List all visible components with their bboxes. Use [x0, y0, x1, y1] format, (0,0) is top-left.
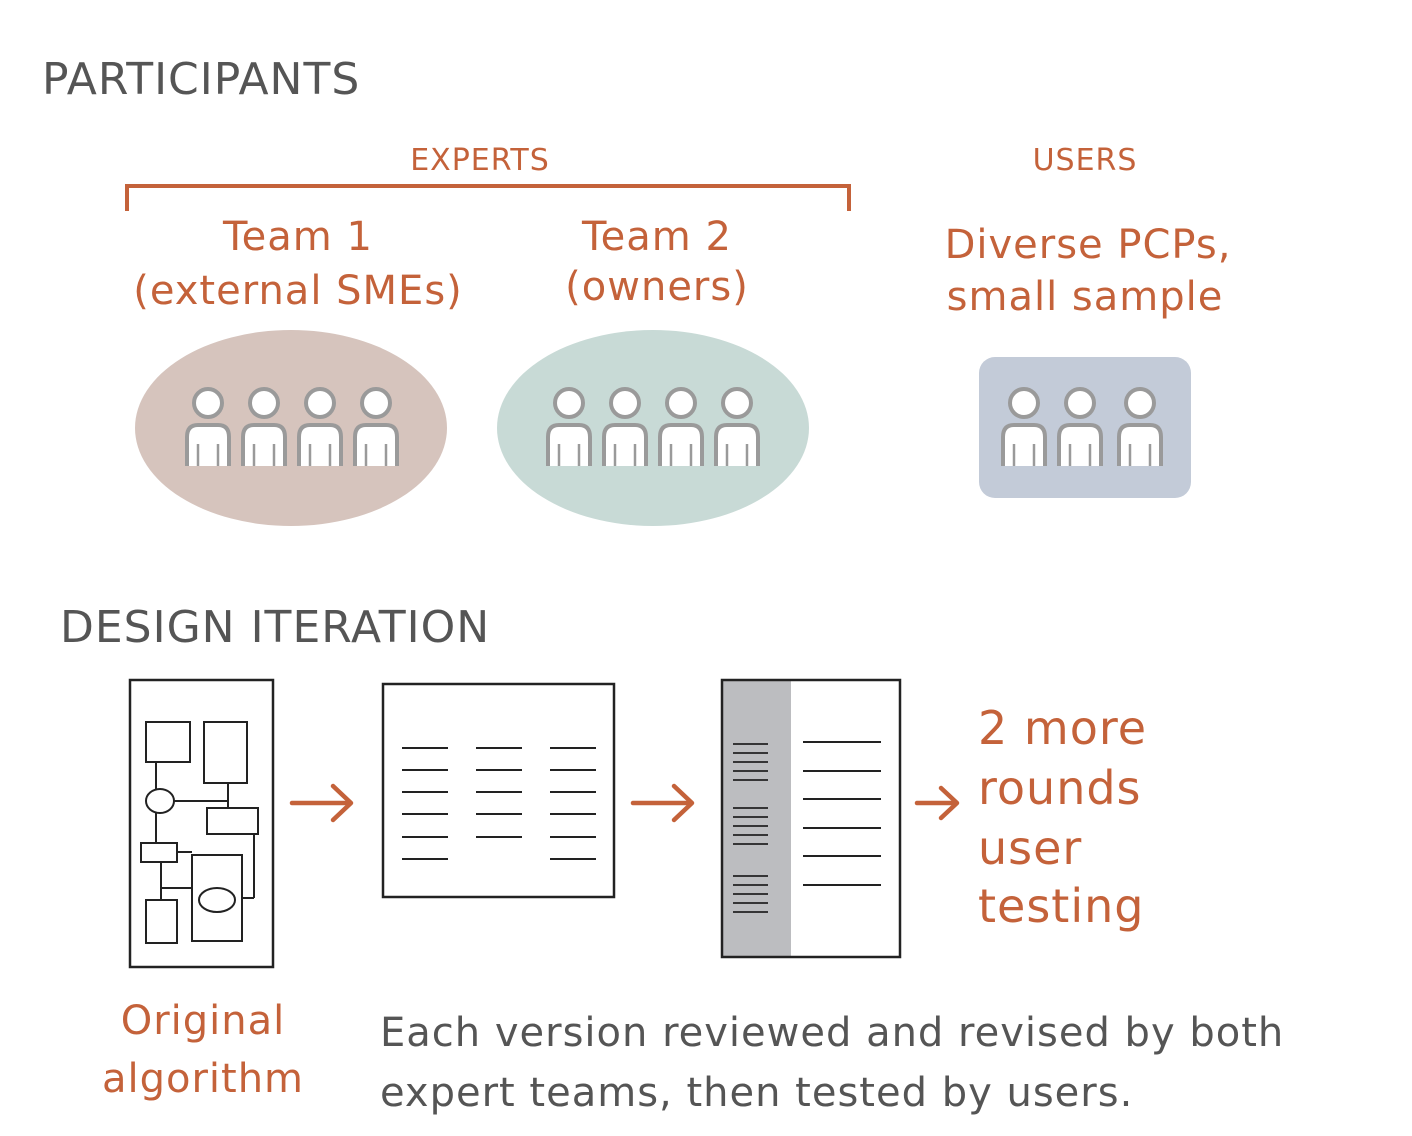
person-icon [714, 387, 760, 468]
final-step-line1: 2 more [978, 701, 1147, 755]
person-icon [241, 387, 287, 468]
person-icon [1001, 387, 1047, 468]
iteration-note-line2: expert teams, then tested by users. [380, 1070, 1133, 1116]
experts-bracket [125, 184, 851, 211]
design-iteration-heading: DESIGN ITERATION [60, 602, 490, 653]
original-algorithm-doc [128, 678, 275, 969]
original-caption-line2: algorithm [102, 1056, 304, 1102]
team2-group [497, 330, 809, 526]
team1-ellipse [135, 330, 447, 526]
flow-decision [145, 788, 175, 814]
experts-label: EXPERTS [410, 143, 550, 178]
flow-box [206, 807, 259, 835]
flow-box [145, 899, 178, 944]
flow-box [140, 842, 178, 863]
arrow-right-icon [914, 785, 960, 821]
doc-frame [128, 678, 275, 969]
users-subtitle: small sample [947, 274, 1224, 320]
person-icon [297, 387, 343, 468]
team1-group [135, 330, 447, 526]
users-title: Diverse PCPs, [945, 222, 1232, 268]
person-icon [546, 387, 592, 468]
table-version-doc [381, 682, 616, 899]
final-step-line3: user [978, 821, 1082, 875]
final-step-line4: testing [978, 879, 1144, 933]
team2-subtitle: (owners) [565, 264, 749, 310]
person-icon [658, 387, 704, 468]
original-caption-line1: Original [121, 998, 286, 1044]
team2-ellipse [497, 330, 809, 526]
participants-heading: PARTICIPANTS [42, 54, 360, 105]
doc-frame [720, 678, 902, 959]
users-label: USERS [1033, 143, 1138, 178]
doc-sidebar [722, 680, 791, 957]
person-icon [1117, 387, 1163, 468]
flow-decision [198, 887, 236, 913]
users-group [979, 357, 1191, 498]
person-icon [185, 387, 231, 468]
doc-frame [381, 682, 616, 899]
sidebar-version-doc [720, 678, 902, 959]
arrow-right-icon [630, 783, 695, 823]
final-step-line2: rounds [978, 761, 1142, 815]
flow-box [145, 721, 191, 763]
arrow-right-icon [289, 783, 354, 823]
team1-subtitle: (external SMEs) [133, 268, 463, 314]
team1-title: Team 1 [222, 214, 373, 260]
person-icon [1057, 387, 1103, 468]
person-icon [602, 387, 648, 468]
iteration-note-line1: Each version reviewed and revised by bot… [380, 1010, 1284, 1056]
team2-title: Team 2 [581, 214, 732, 260]
flow-box [203, 721, 248, 784]
person-icon [353, 387, 399, 468]
